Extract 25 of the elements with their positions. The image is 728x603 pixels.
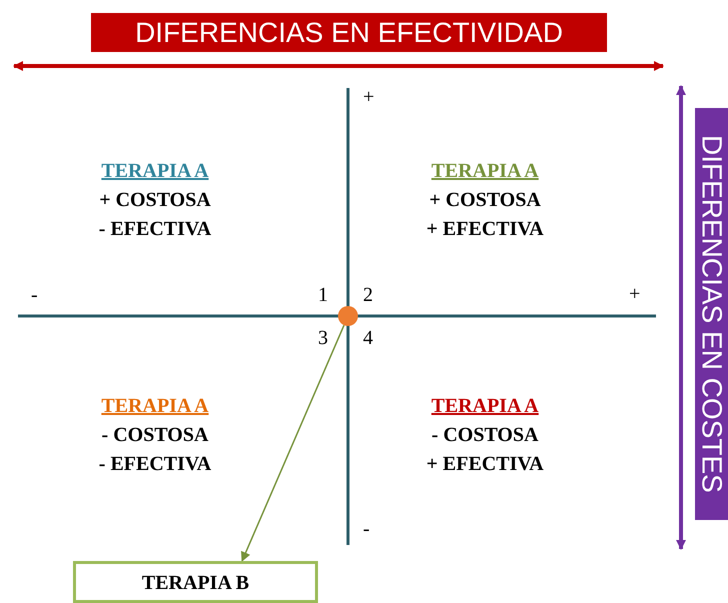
quadrant-heading: TERAPIA A <box>430 394 540 419</box>
sign-label: + <box>363 86 374 108</box>
quadrant-number: 2 <box>363 284 373 306</box>
quadrant-text: + COSTOSA <box>98 188 212 213</box>
therapy-box: TERAPIA B <box>73 561 318 603</box>
quadrant-heading: TERAPIA A <box>430 159 540 184</box>
quadrant-text: + EFECTIVA <box>425 217 545 242</box>
sign-label: + <box>629 283 640 305</box>
quadrant-number: 4 <box>363 327 373 349</box>
origin-dot <box>338 306 358 326</box>
quadrant-text: - COSTOSA <box>100 423 210 448</box>
quadrant-text: - EFECTIVA <box>98 452 212 477</box>
quadrant-text: + COSTOSA <box>428 188 542 213</box>
quadrant-number: 3 <box>318 327 328 349</box>
quadrant-text: - COSTOSA <box>430 423 540 448</box>
quadrant-text: - EFECTIVA <box>98 217 212 242</box>
quadrant-heading: TERAPIA A <box>100 394 210 419</box>
axis-title-banner: DIFERENCIAS EN COSTES <box>695 108 728 520</box>
sign-label: - <box>363 518 370 540</box>
quadrant-heading: TERAPIA A <box>100 159 210 184</box>
axis-title-banner: DIFERENCIAS EN EFECTIVIDAD <box>91 13 607 52</box>
arrow <box>241 324 345 562</box>
sign-label: - <box>31 284 38 306</box>
quadrant-text: + EFECTIVA <box>425 452 545 477</box>
quadrant-number: 1 <box>318 284 328 306</box>
